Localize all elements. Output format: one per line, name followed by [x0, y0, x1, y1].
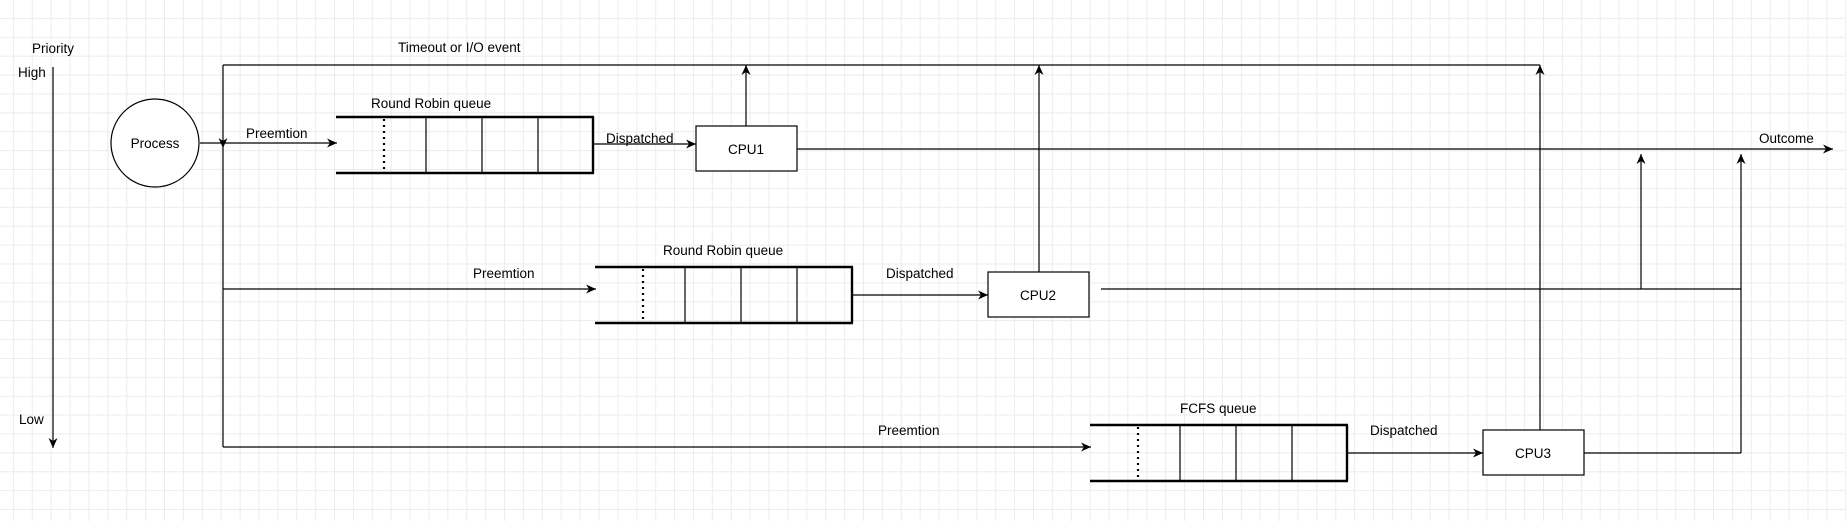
level-2-preemption-label: Preemtion: [473, 266, 535, 281]
process-node: Process: [110, 98, 200, 188]
level-2-queue-label: Round Robin queue: [663, 243, 783, 258]
priority-low-label: Low: [19, 412, 44, 427]
cpu3-label: CPU3: [1515, 446, 1551, 461]
cpu3-box: CPU3: [1482, 429, 1585, 476]
level-2: Preemtion Round Robin queue Dispatched C…: [223, 154, 1741, 325]
priority-axis: Priority High Low: [18, 41, 74, 448]
process-circle: [110, 98, 200, 188]
process-label: Process: [131, 136, 180, 151]
level-1-queue-label: Round Robin queue: [371, 96, 491, 111]
feedback-label: Timeout or I/O event: [398, 40, 521, 55]
level-1-queue: [336, 115, 595, 175]
priority-high-label: High: [18, 65, 46, 80]
cpu2-box: CPU2: [987, 271, 1090, 318]
level-3-queue-label: FCFS queue: [1180, 401, 1257, 416]
level-2-dispatch-label: Dispatched: [886, 266, 954, 281]
feedback-loop: Timeout or I/O event: [218, 40, 1545, 430]
level-1-preemption-label: Preemtion: [246, 126, 308, 141]
level-3: Preemtion FCFS queue Dispatched CPU3: [223, 154, 1746, 483]
level-2-queue: [595, 265, 854, 325]
level-3-queue: [1090, 423, 1349, 483]
cpu1-label: CPU1: [728, 142, 764, 157]
cpu1-box: CPU1: [695, 125, 798, 172]
priority-axis-title: Priority: [32, 41, 74, 56]
level-3-preemption-label: Preemtion: [878, 423, 940, 438]
outcome-label: Outcome: [1759, 131, 1814, 146]
outcome-output: Outcome: [797, 131, 1833, 154]
level-1: Preemtion Round Robin queue Dispatched C…: [200, 96, 798, 175]
level-1-dispatch-label: Dispatched: [606, 131, 674, 146]
level-3-dispatch-label: Dispatched: [1370, 423, 1438, 438]
cpu2-label: CPU2: [1020, 288, 1056, 303]
